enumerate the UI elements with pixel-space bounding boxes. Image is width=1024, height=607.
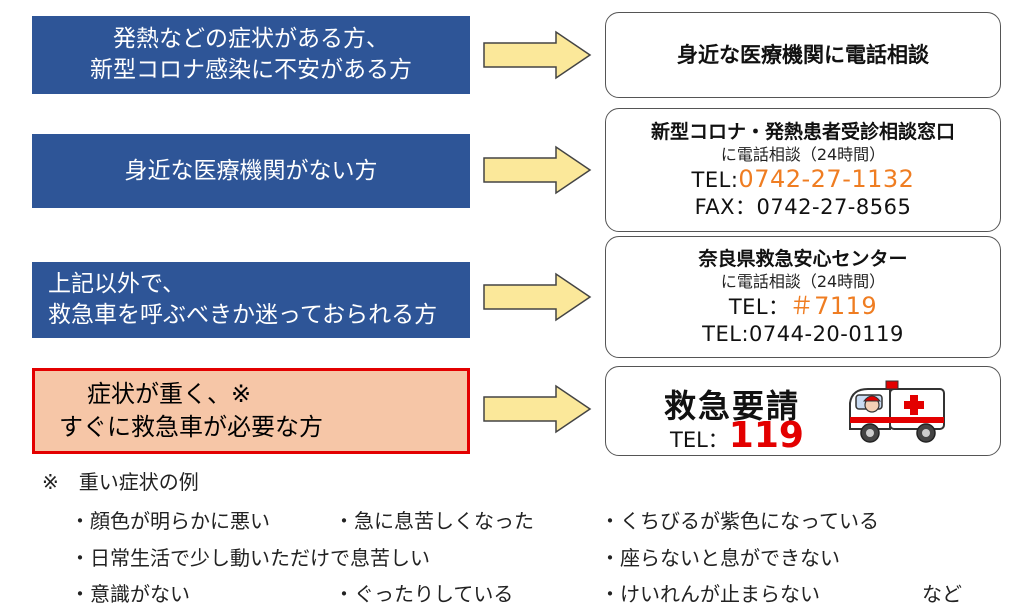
row1-action-title: 身近な医療機関に電話相談	[677, 43, 929, 67]
row2-action-box: 新型コロナ・発熱患者受診相談窓口 に電話相談（24時間） TEL:0742-27…	[605, 108, 1001, 232]
row3-tel-prefix: TEL：	[728, 294, 790, 319]
row2-tel-line: TEL:0742-27-1132	[691, 164, 915, 194]
row3-condition-box: 上記以外で、 救急車を呼ぶべきか迷っておられる方	[32, 262, 470, 338]
row4-tel-prefix: TEL：	[670, 428, 729, 452]
note-item: ・座らないと息ができない	[600, 546, 840, 570]
note-item: ・くちびるが紫色になっている	[600, 509, 879, 533]
row4-condition-line2: すぐに救急車が必要な方	[59, 413, 323, 441]
note-item: ・意識がない	[70, 582, 190, 606]
row3-action-title: 奈良県救急安心センター	[698, 247, 908, 270]
row3-action-box: 奈良県救急安心センター に電話相談（24時間） TEL：＃7119 TEL:07…	[605, 236, 1001, 358]
row4-action-title: 救急要請	[664, 387, 801, 425]
row4-tel-number: 119	[728, 415, 804, 456]
row3-action-sub: に電話相談（24時間）	[720, 271, 886, 291]
row4-action-box: 救急要請 TEL：119	[605, 366, 1001, 456]
row3-condition-line2: 救急車を呼ぶべきか迷っておられる方	[48, 302, 438, 328]
ambulance-icon	[849, 380, 945, 443]
row4-tel-line: TEL：119	[670, 415, 804, 456]
row3-condition-line1: 上記以外で、	[48, 271, 186, 297]
note-item: ・急に息苦しくなった	[334, 509, 534, 533]
row2-tel-number: 0742-27-1132	[738, 164, 915, 193]
row2-condition-line1: 身近な医療機関がない方	[124, 157, 378, 184]
row4-condition-line1: 症状が重く、※	[87, 380, 252, 408]
row1-condition-line2: 新型コロナ感染に不安がある方	[90, 57, 412, 83]
note-item: ・けいれんが止まらない	[600, 582, 820, 606]
right-arrow-icon	[483, 384, 592, 434]
row3-tel-number: ＃7119	[789, 291, 878, 320]
row3-tel2-line: TEL:0744-20-0119	[702, 321, 904, 346]
row2-action-sub: に電話相談（24時間）	[720, 144, 886, 164]
note-item: ・日常生活で少し動いただけで息苦しい	[70, 546, 430, 570]
row4-condition-box: 症状が重く、※ すぐに救急車が必要な方	[32, 368, 470, 454]
row2-condition-box: 身近な医療機関がない方	[32, 134, 470, 208]
row2-fax-line: FAX：0742-27-8565	[694, 194, 912, 219]
row1-action-box: 身近な医療機関に電話相談	[605, 12, 1001, 98]
right-arrow-icon	[483, 272, 592, 322]
notes-heading: ※ 重い症状の例	[42, 470, 199, 494]
row2-tel-prefix: TEL:	[691, 167, 739, 192]
note-item: など	[922, 582, 962, 606]
right-arrow-icon	[483, 145, 592, 195]
row3-tel-line: TEL：＃7119	[728, 291, 878, 321]
note-item: ・顔色が明らかに悪い	[70, 509, 270, 533]
note-item: ・ぐったりしている	[334, 582, 514, 606]
row1-condition-line1: 発熱などの症状がある方、	[113, 26, 389, 52]
right-arrow-icon	[483, 30, 592, 80]
row1-condition-box: 発熱などの症状がある方、 新型コロナ感染に不安がある方	[32, 16, 470, 94]
row2-action-title: 新型コロナ・発熱患者受診相談窓口	[650, 120, 955, 143]
